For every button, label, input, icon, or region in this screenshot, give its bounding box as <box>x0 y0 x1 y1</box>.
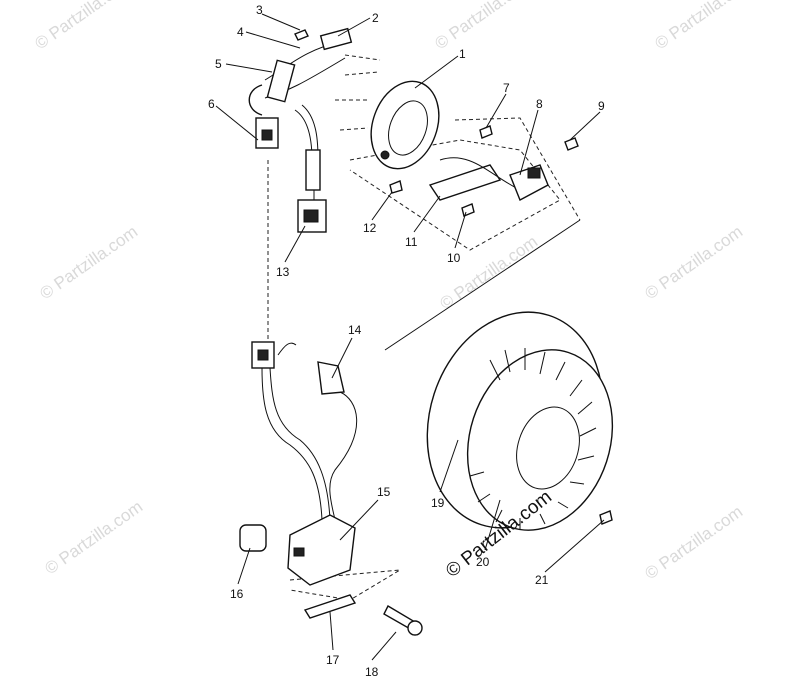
callout-11: 11 <box>405 235 418 249</box>
screw-12 <box>389 180 403 194</box>
callout-2: 2 <box>372 11 379 25</box>
watermark: © Partzilla.com <box>431 0 536 53</box>
pickup-11 <box>428 164 502 201</box>
leader-15 <box>339 499 379 541</box>
cap-16 <box>239 524 267 552</box>
connector-13-boot <box>305 149 321 191</box>
leader-4 <box>245 31 301 49</box>
callout-14: 14 <box>348 323 362 337</box>
leader-7 <box>485 93 507 129</box>
screw-10 <box>461 203 475 217</box>
callout-1: 1 <box>459 47 466 61</box>
leader-3 <box>261 13 301 31</box>
high-tension-lead <box>329 391 358 521</box>
connector-lower-socket <box>257 349 269 361</box>
guide-lines-ignition <box>289 569 401 601</box>
leader-19 <box>439 439 459 493</box>
guide-lines-stator <box>335 54 381 131</box>
callout-21: 21 <box>535 573 549 587</box>
pickup-wire <box>439 157 521 191</box>
fan-20-hub <box>516 406 580 490</box>
watermark: © Partzilla.com <box>31 0 136 53</box>
fan-20 <box>466 349 614 531</box>
wire-lead <box>261 367 323 521</box>
callout-7: 7 <box>503 81 510 95</box>
watermark: © Partzilla.com <box>651 0 756 53</box>
screw-9 <box>564 137 579 151</box>
fan-20-blades <box>469 348 597 530</box>
callout-12: 12 <box>363 221 377 235</box>
stator-plate-1-inner <box>388 100 428 156</box>
callout-9: 9 <box>598 99 605 113</box>
stator-plate-1 <box>370 80 440 170</box>
connector-6-socket <box>261 129 273 141</box>
leader-8 <box>519 109 539 176</box>
callout-5: 5 <box>215 57 222 71</box>
wire-lead <box>269 367 331 521</box>
callout-6: 6 <box>208 97 215 111</box>
leader-21 <box>544 519 605 573</box>
callout-19: 19 <box>431 496 445 510</box>
leader-5 <box>225 63 273 73</box>
spark-plug-cap-14 <box>317 361 345 395</box>
connector-13-socket <box>303 209 319 223</box>
leader-10 <box>454 211 467 249</box>
leader-1 <box>414 55 459 89</box>
leader-6 <box>215 105 259 141</box>
leader-12 <box>371 191 393 221</box>
ignition-coil-15-terminal <box>293 547 305 557</box>
leader-2 <box>337 17 371 37</box>
grommet-5 <box>266 59 296 103</box>
watermark: © Partzilla.com <box>641 222 746 303</box>
leader-18 <box>371 631 397 661</box>
callout-13: 13 <box>276 265 290 279</box>
guide-lines-coil <box>454 117 581 221</box>
screw-3 <box>294 29 309 41</box>
callout-4: 4 <box>237 25 244 39</box>
leader-17 <box>329 611 334 651</box>
callout-10: 10 <box>447 251 461 265</box>
wire-lead <box>277 342 297 356</box>
watermark: © Partzilla.com <box>641 502 746 583</box>
watermark: © Partzilla.com <box>436 232 541 313</box>
plate-17 <box>303 594 357 619</box>
callout-8: 8 <box>536 97 543 111</box>
leader-16 <box>237 547 251 585</box>
flywheel-leader <box>384 219 581 351</box>
ignition-coil-15 <box>287 514 356 586</box>
leader-20 <box>484 499 501 551</box>
callout-18: 18 <box>365 665 379 679</box>
callout-16: 16 <box>230 587 244 601</box>
callout-20: 20 <box>476 555 490 569</box>
wire-harness <box>248 84 263 116</box>
callout-3: 3 <box>256 3 263 17</box>
watermark: © Partzilla.com <box>41 497 146 578</box>
clamp-2 <box>319 27 353 51</box>
leader-11 <box>413 195 441 233</box>
leader-14 <box>331 337 353 379</box>
leader-13 <box>284 225 306 263</box>
callout-15: 15 <box>377 485 391 499</box>
bolt-18-head <box>407 620 423 636</box>
stator-plate-1-hole <box>380 150 390 160</box>
watermark: © Partzilla.com <box>36 222 141 303</box>
callout-17: 17 <box>326 653 340 667</box>
leader-9 <box>569 111 601 141</box>
exciter-coil-8-core <box>527 167 541 179</box>
